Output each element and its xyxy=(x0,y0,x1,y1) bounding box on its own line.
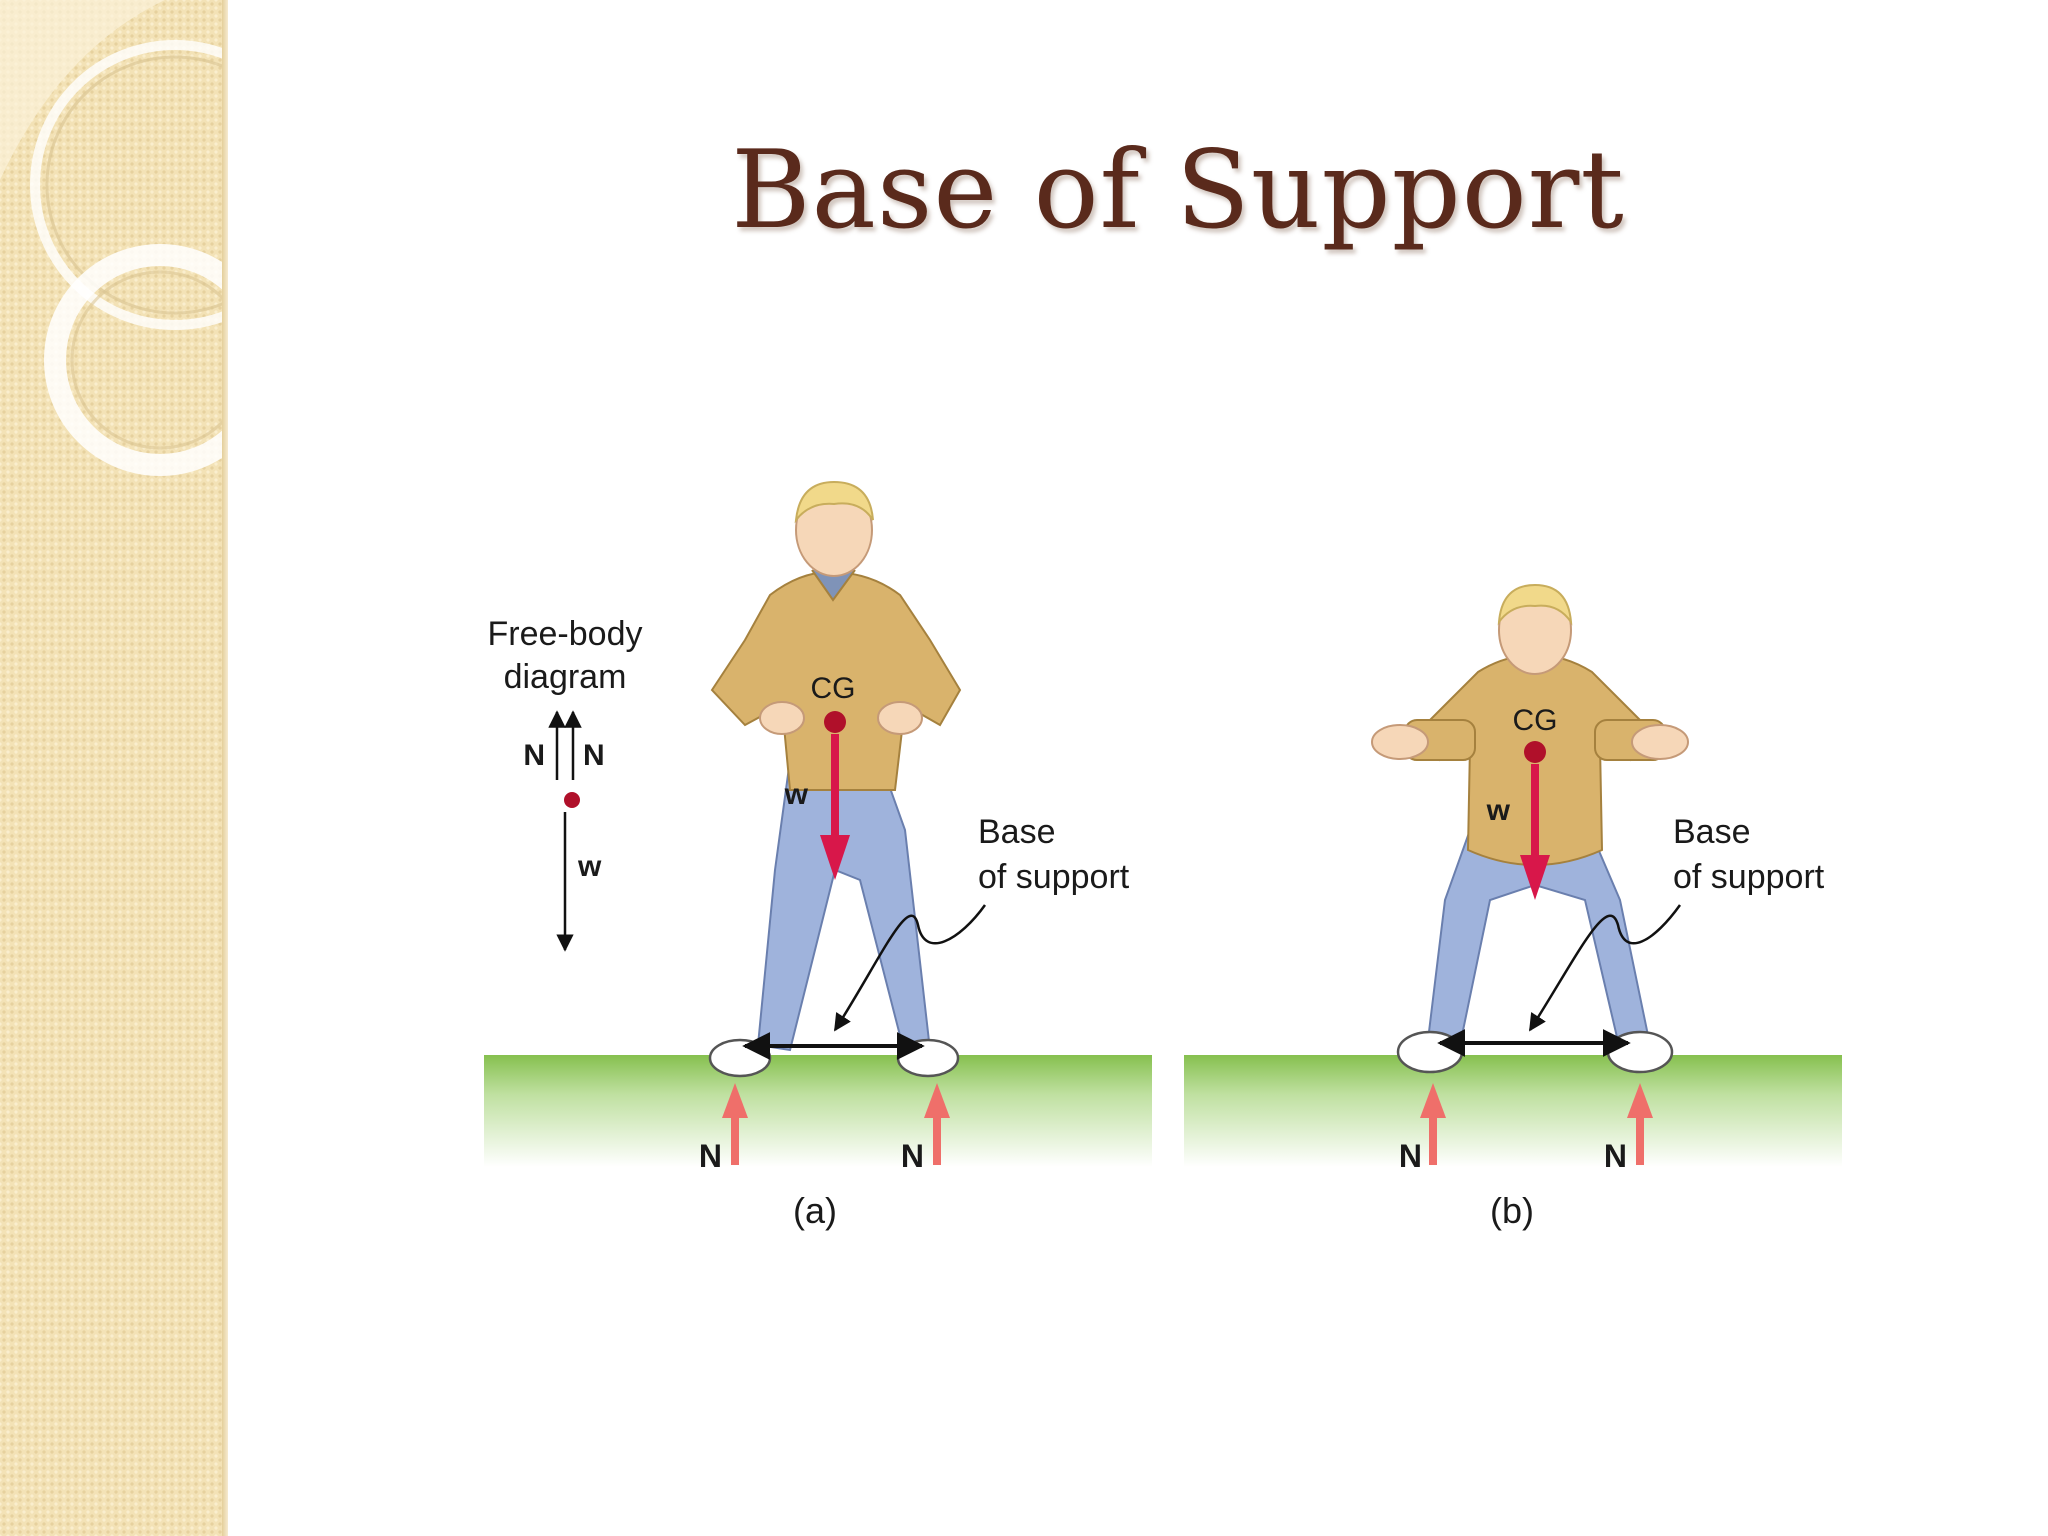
cg-label-a: CG xyxy=(811,672,856,705)
weight-arrowhead-a xyxy=(820,835,850,880)
ground-b xyxy=(1184,1055,1842,1167)
decorative-sidebar xyxy=(0,0,228,1536)
cg-dot-a xyxy=(824,711,846,733)
free-body-diagram: Free-body diagram N N w xyxy=(488,615,643,952)
shirt xyxy=(710,570,962,791)
base-label-line1-a: Base xyxy=(978,813,1056,851)
cg-dot-b xyxy=(1524,741,1546,763)
right-hand xyxy=(877,701,923,735)
right-shoe xyxy=(1606,1030,1674,1074)
cg-label-b: CG xyxy=(1513,704,1558,737)
fbd-title-line1: Free-body xyxy=(488,615,643,653)
n-label-b-right: N xyxy=(1604,1138,1627,1174)
person-crouching xyxy=(1371,583,1689,1074)
n-label-a-right: N xyxy=(901,1138,924,1174)
n-label-a-left: N xyxy=(699,1138,722,1174)
base-label-line1-b: Base xyxy=(1673,813,1751,851)
panel-b: CG w Base of support N N (b) xyxy=(1184,583,1842,1231)
ring-small xyxy=(44,244,228,476)
left-fist xyxy=(1371,724,1429,760)
caption-a: (a) xyxy=(793,1190,837,1231)
left-shoe xyxy=(1396,1030,1464,1074)
left-hand xyxy=(759,701,805,735)
hair xyxy=(1497,583,1573,626)
fbd-w-label: w xyxy=(577,850,602,883)
fbd-n-right-label: N xyxy=(583,739,605,772)
fbd-n-left-label: N xyxy=(523,739,545,772)
sidebar-border xyxy=(222,0,228,1536)
base-pointer-b xyxy=(1528,904,1682,1032)
decorative-rings xyxy=(0,0,228,476)
ring-large xyxy=(30,40,228,330)
base-pointer-a xyxy=(833,904,987,1032)
n-label-b-left: N xyxy=(1399,1138,1422,1174)
fbd-title-line2: diagram xyxy=(504,658,627,696)
hair xyxy=(794,480,874,524)
right-fist xyxy=(1631,724,1689,760)
w-label-b: w xyxy=(1486,794,1511,827)
w-label-a: w xyxy=(784,778,809,811)
ground-a xyxy=(484,1055,1152,1167)
pants xyxy=(756,759,932,1057)
person-standing xyxy=(708,480,962,1078)
pants xyxy=(1426,829,1652,1052)
caption-b: (b) xyxy=(1490,1190,1534,1231)
fbd-cg-dot xyxy=(564,792,580,808)
weight-arrowhead-b xyxy=(1520,855,1550,900)
panel-a: CG w Base of support N N (a) xyxy=(484,480,1152,1231)
base-label-line2-b: of support xyxy=(1673,858,1825,896)
slide-title: Base of Support xyxy=(731,128,1625,253)
base-label-line2-a: of support xyxy=(978,858,1130,896)
